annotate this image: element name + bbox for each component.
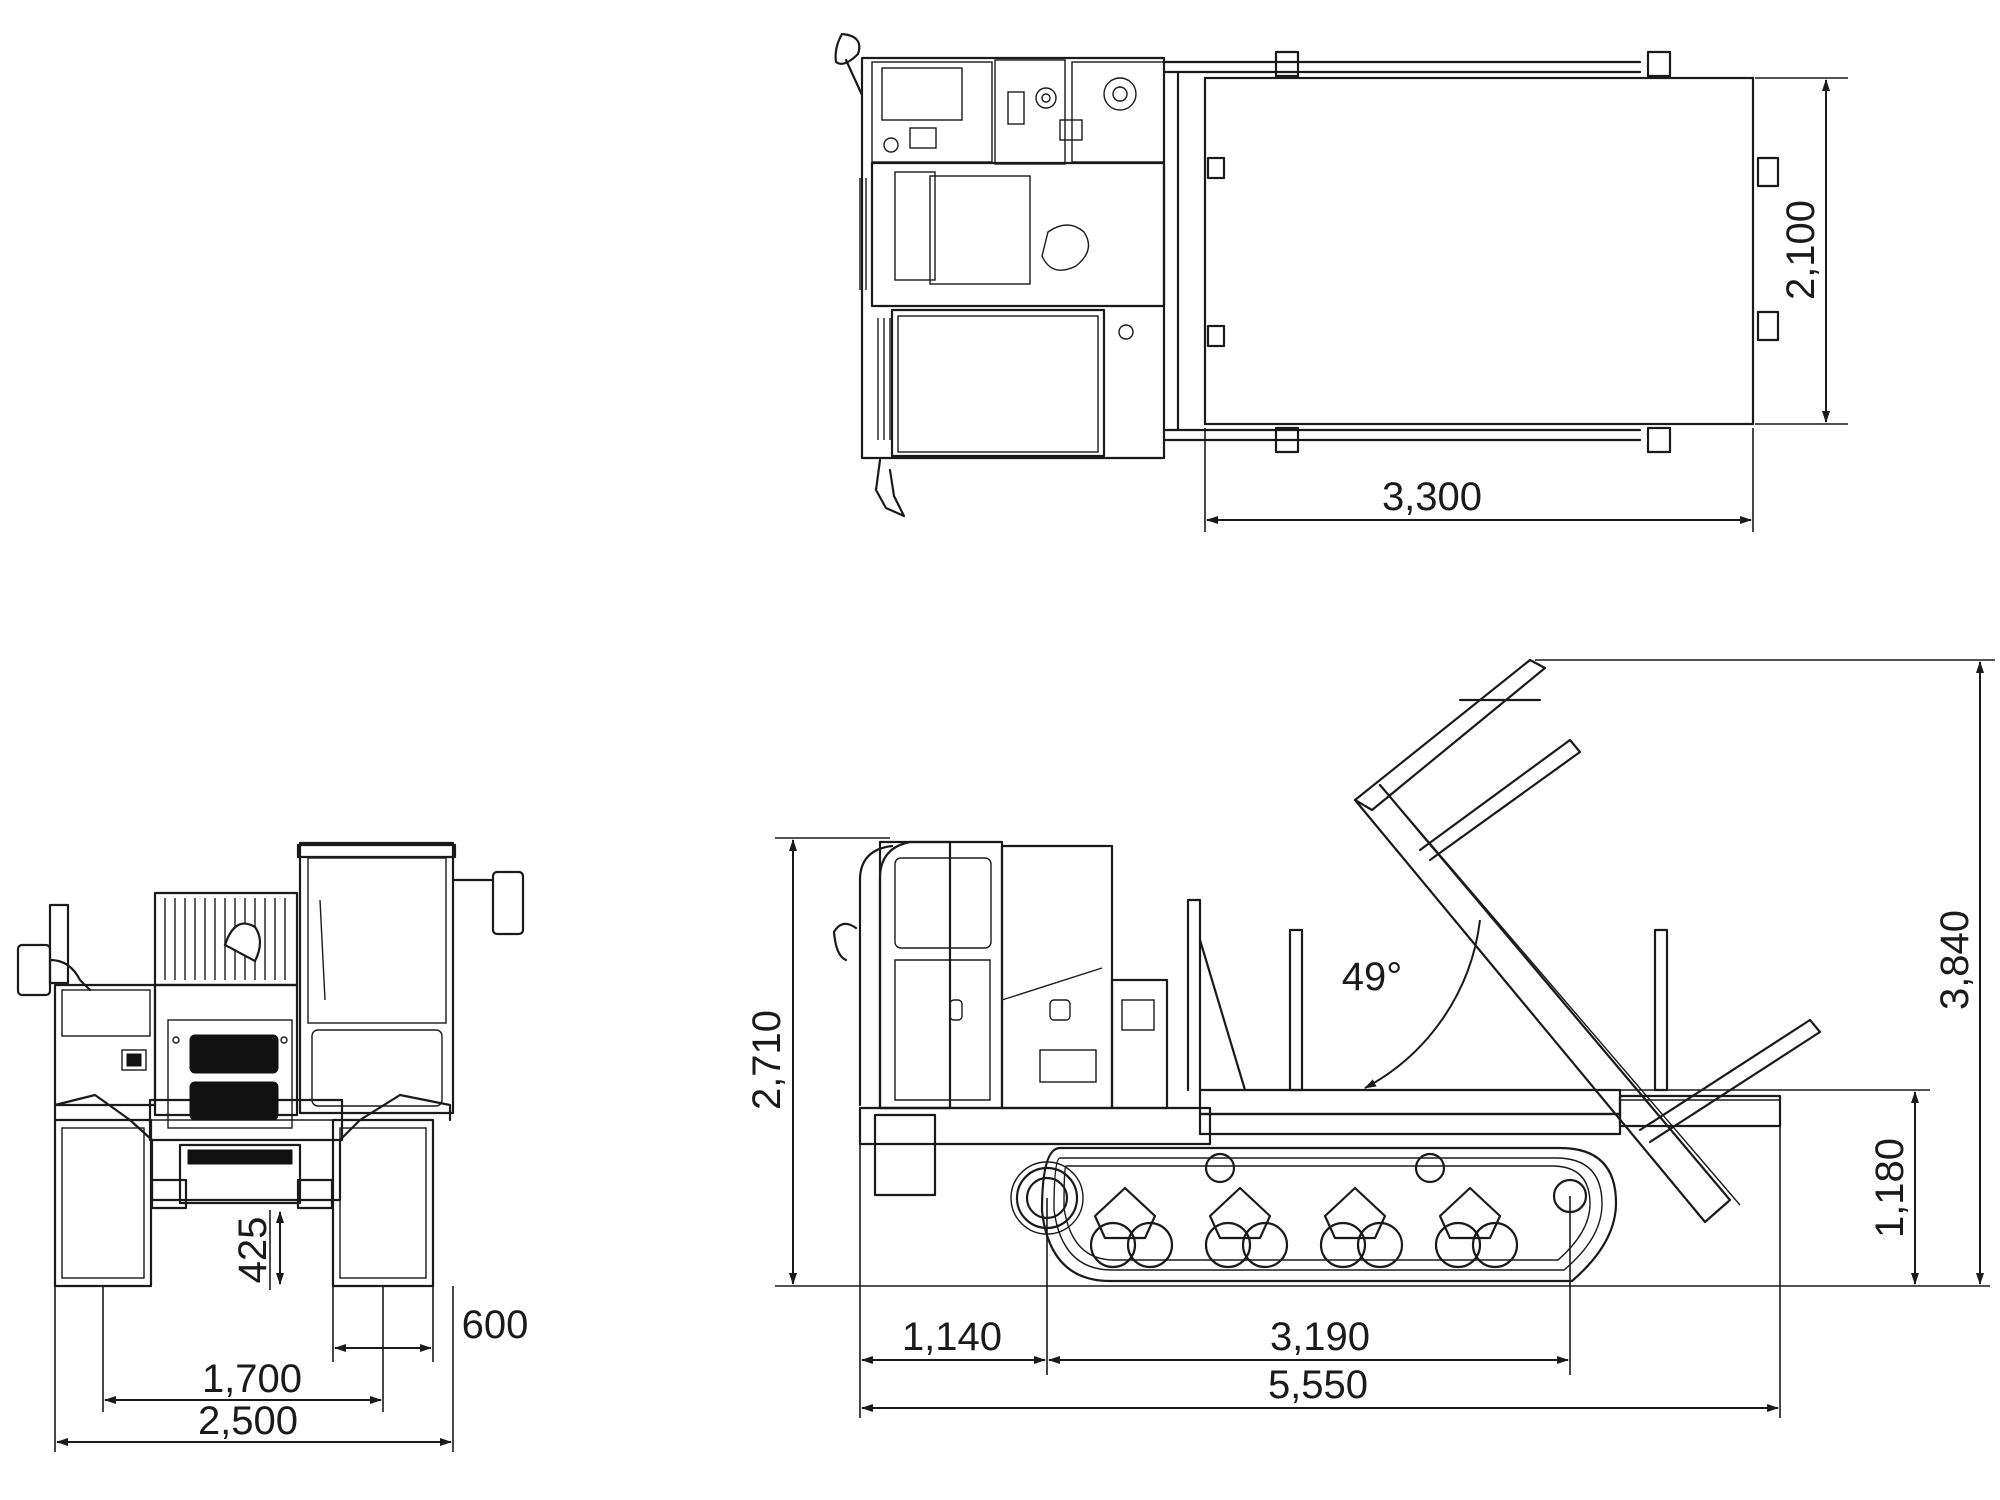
radiator-grill-top (859, 178, 891, 440)
front-view-dimensions: 425 600 1,700 2,500 (54, 1210, 529, 1452)
cargo-deck-top (1203, 76, 1755, 426)
front-grille-upper (189, 1034, 279, 1074)
left-track (53, 1118, 153, 1288)
dim-front-overhang: 1,140 (902, 1315, 1002, 1359)
dim-overall-width: 2,500 (198, 1399, 298, 1443)
dim-track-gauge: 1,700 (202, 1357, 302, 1401)
side-view-dimensions: 2,710 3,840 1,180 49° 1,140 3,190 5,550 (745, 659, 1995, 1418)
front-view (16, 841, 525, 1288)
dim-deck-height: 1,180 (1868, 1138, 1912, 1238)
side-view (832, 658, 1822, 1283)
dim-overall-height: 2,710 (745, 1010, 789, 1110)
cab-front (298, 841, 455, 1115)
dim-overall-length: 5,550 (1268, 1363, 1368, 1407)
dim-ground-clearance: 425 (231, 1217, 275, 1284)
dumped-deck (1353, 658, 1822, 1224)
dim-track-width: 600 (462, 1303, 529, 1347)
dim-tumbler-distance: 3,190 (1270, 1315, 1370, 1359)
top-view-dimensions: 3,300 2,100 (1204, 77, 1848, 532)
dim-dump-height: 3,840 (1933, 910, 1977, 1010)
dim-deck-width: 2,100 (1779, 200, 1823, 300)
road-wheels (1089, 1186, 1519, 1269)
front-grille-lower (189, 1081, 279, 1121)
right-track (331, 1118, 435, 1288)
crawler-track (1040, 1146, 1618, 1283)
dim-dump-angle: 49° (1342, 955, 1403, 999)
top-view (834, 32, 1780, 518)
mirror-icon (834, 32, 861, 65)
dim-deck-length: 3,300 (1382, 475, 1482, 519)
deck-frame (1198, 1088, 1622, 1116)
cab-side (878, 840, 952, 1110)
stake-pockets (1206, 50, 1780, 454)
